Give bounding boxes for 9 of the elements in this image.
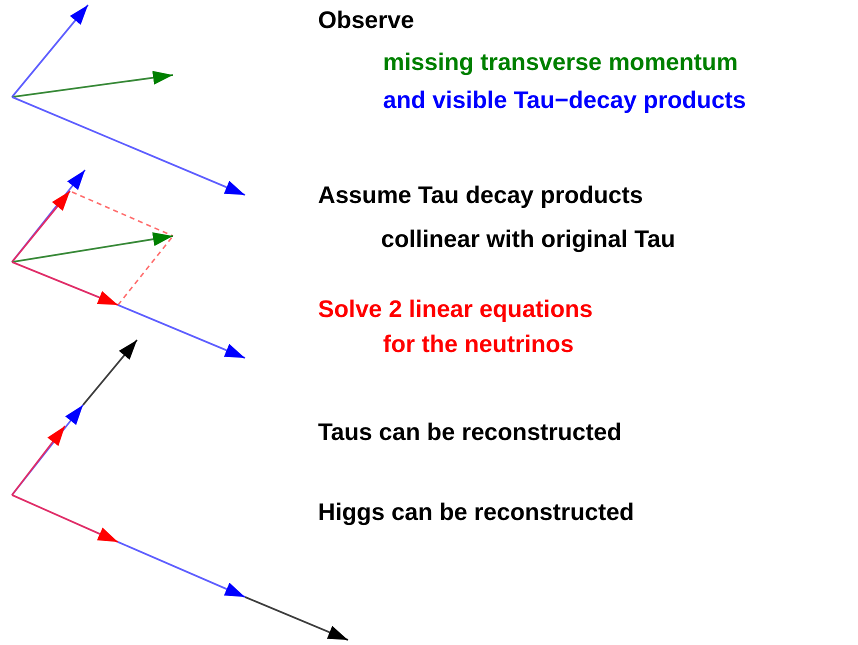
step-heading: Observe [318,8,414,34]
step-text: for the neutrinos [383,332,574,358]
observation-text: missing transverse momentum [383,50,738,76]
observation-text: and visible Tau−decay products [383,88,746,114]
result-text: Higgs can be reconstructed [318,500,634,526]
assumption-text: collinear with original Tau [381,227,676,254]
step-heading: Solve 2 linear equations [318,297,593,324]
step-heading: Assume Tau decay products [318,183,643,210]
result-text: Taus can be reconstructed [318,420,622,446]
